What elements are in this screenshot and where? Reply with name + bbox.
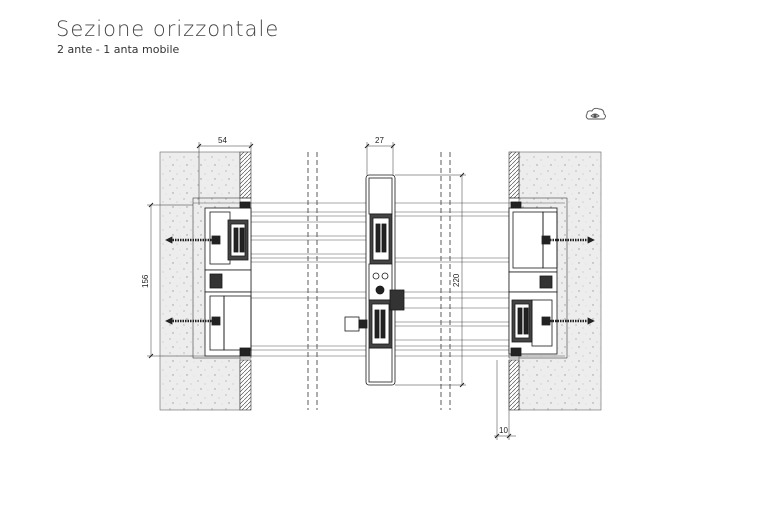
eye-cloud-icon <box>585 107 606 120</box>
dimension-center-height: 220 <box>452 273 461 287</box>
dimension-top-center: 27 <box>375 136 384 145</box>
dimension-bottom-right: 10 <box>499 426 508 435</box>
right-frame-profile <box>508 197 568 359</box>
dimension-lines <box>147 142 516 440</box>
page-subtitle: 2 ante - 1 anta mobile <box>57 43 180 56</box>
dimension-top-left: 54 <box>218 136 227 145</box>
page-title: Sezione orizzontale <box>56 17 280 41</box>
dimension-left-height: 156 <box>141 274 150 288</box>
break-lines <box>307 152 451 410</box>
dimension-ticks <box>148 143 512 439</box>
center-meeting-profile <box>344 174 405 386</box>
right-screws <box>541 235 595 326</box>
left-screws <box>165 235 221 326</box>
left-frame-profile <box>192 197 252 359</box>
